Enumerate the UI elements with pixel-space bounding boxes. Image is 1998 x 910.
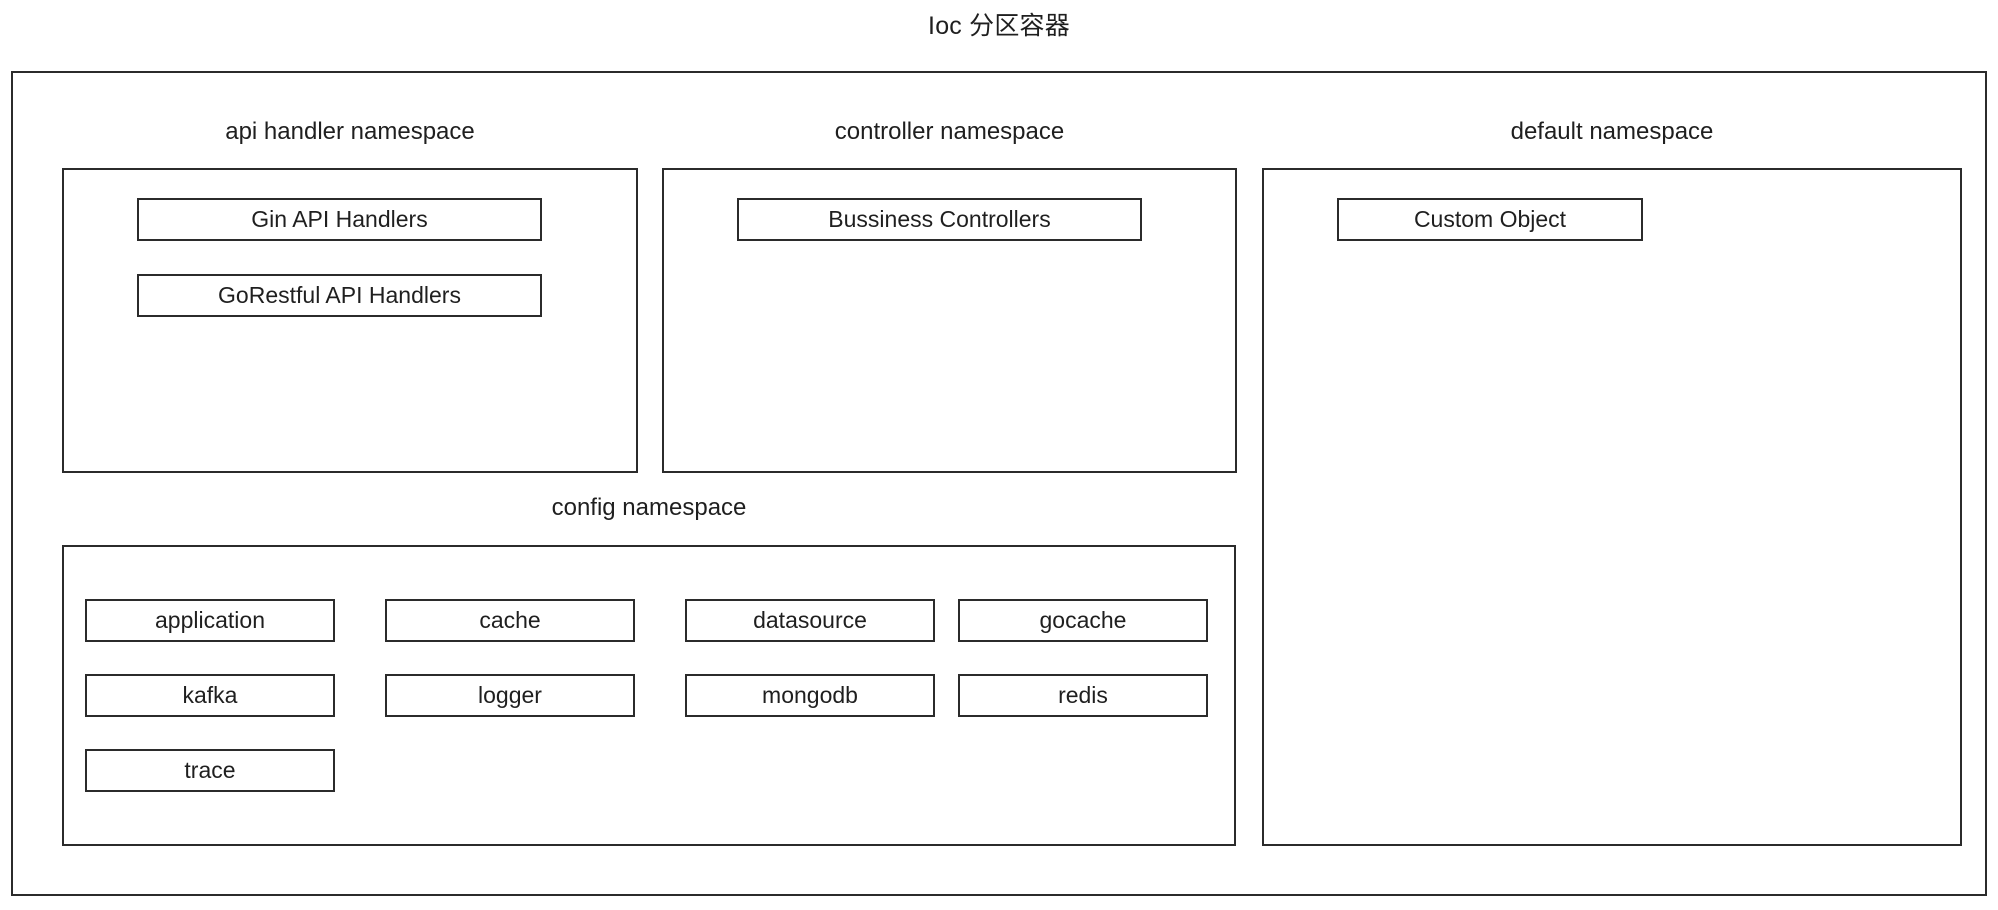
diagram-title: Ioc 分区容器 xyxy=(928,12,1070,40)
item-custom-object[interactable]: Custom Object xyxy=(1337,198,1643,241)
item-bussiness-controllers[interactable]: Bussiness Controllers xyxy=(737,198,1142,241)
item-config-kafka[interactable]: kafka xyxy=(85,674,335,717)
item-config-trace[interactable]: trace xyxy=(85,749,335,792)
item-config-application[interactable]: application xyxy=(85,599,335,642)
namespace-caption-controller: controller namespace xyxy=(834,118,1065,145)
item-config-redis[interactable]: redis xyxy=(958,674,1208,717)
item-config-datasource[interactable]: datasource xyxy=(685,599,935,642)
item-config-gocache[interactable]: gocache xyxy=(958,599,1208,642)
item-gorestful-api-handlers[interactable]: GoRestful API Handlers xyxy=(137,274,542,317)
item-config-mongodb[interactable]: mongodb xyxy=(685,674,935,717)
item-config-cache[interactable]: cache xyxy=(385,599,635,642)
namespace-panel-default xyxy=(1262,168,1962,846)
namespace-caption-default: default namespace xyxy=(1510,118,1714,145)
namespace-caption-api-handler: api handler namespace xyxy=(225,118,475,145)
namespace-caption-config: config namespace xyxy=(551,494,747,521)
item-gin-api-handlers[interactable]: Gin API Handlers xyxy=(137,198,542,241)
item-config-logger[interactable]: logger xyxy=(385,674,635,717)
